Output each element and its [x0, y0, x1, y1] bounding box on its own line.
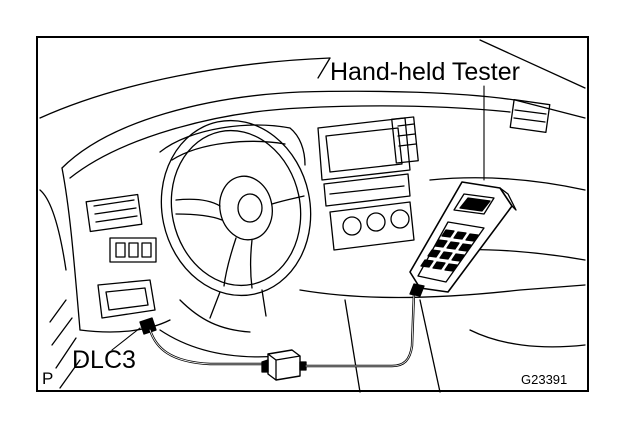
- dash-lower-edge: [79, 319, 171, 333]
- steering-hub: [219, 175, 273, 241]
- tester-key: [439, 251, 453, 260]
- dashboard-top: [61, 90, 586, 169]
- climate-panel: [329, 201, 415, 251]
- windshield-line-2: [479, 39, 586, 89]
- climate-knob: [366, 212, 386, 232]
- dash-right-lower: [299, 284, 586, 299]
- climate-knob: [390, 209, 410, 229]
- switch: [141, 242, 152, 258]
- lower-panel: [97, 279, 156, 319]
- tester-label: Hand-held Tester: [330, 58, 520, 86]
- console-line-2: [419, 299, 441, 393]
- dlc3-label: DLC3: [72, 346, 136, 374]
- hand-held-tester-device: [409, 181, 517, 297]
- tester-key: [458, 243, 472, 252]
- steering-wheel-outer: [160, 119, 312, 297]
- left-vent-slat: [94, 207, 137, 215]
- wheel-spoke-lower-2: [249, 239, 253, 289]
- tester-key: [451, 253, 465, 262]
- cable-to-tester-inner: [305, 291, 415, 367]
- far-right-vent: [509, 98, 551, 134]
- right-vent-slat: [397, 133, 416, 137]
- pedal-area: [159, 329, 281, 358]
- far-right-vent-slat: [513, 117, 546, 123]
- adapter-plug: [261, 359, 269, 373]
- audio-panel: [323, 173, 411, 207]
- switch: [115, 242, 126, 258]
- tester-key: [441, 229, 455, 238]
- center-display-bezel: [317, 117, 411, 181]
- wheel-spoke-right: [271, 195, 305, 205]
- steering-column: [209, 289, 267, 319]
- tester-side: [499, 187, 517, 211]
- left-vent-slat: [93, 199, 135, 207]
- figure-code: G23391: [521, 372, 568, 387]
- adapter-plug-right: [299, 361, 307, 371]
- windshield-line: [39, 57, 331, 119]
- far-right-vent-slat: [514, 109, 547, 115]
- tester-screen: [453, 193, 495, 215]
- dash-left-curve: [61, 167, 81, 331]
- tester-keypad: [417, 221, 485, 283]
- left-vent-slat: [95, 215, 138, 223]
- dlc3-connector: [139, 317, 157, 335]
- tester-key: [432, 261, 446, 270]
- tester-key: [444, 263, 458, 272]
- corner-mark: P: [42, 369, 54, 388]
- tester-key: [465, 233, 479, 242]
- cable-adapter: [267, 349, 301, 381]
- wheel-spoke-left: [175, 198, 221, 207]
- pedal-area-2: [179, 299, 251, 333]
- wheel-spoke-left-2: [175, 213, 223, 221]
- audio-panel-line: [329, 185, 405, 195]
- tester-key: [446, 241, 460, 250]
- tester-connector: [409, 283, 425, 297]
- roof-pillar: [317, 57, 331, 79]
- cable-to-tester: [304, 290, 416, 368]
- tester-screen-inner: [459, 197, 491, 212]
- wheel-spoke-lower: [223, 237, 237, 287]
- tester-key: [420, 259, 434, 268]
- tester-key: [453, 231, 467, 240]
- console-curve: [469, 329, 586, 348]
- left-vent: [85, 193, 143, 233]
- right-vent-slat: [398, 143, 417, 147]
- lower-hatch: [49, 299, 81, 389]
- tester-key: [434, 239, 448, 248]
- switch: [128, 242, 139, 258]
- right-vent-slat: [397, 123, 415, 127]
- glovebox-line: [429, 177, 586, 191]
- horn-pad: [237, 193, 263, 223]
- climate-knob: [342, 216, 362, 236]
- console-line: [344, 299, 361, 393]
- dlc3-leader: [111, 327, 141, 351]
- tester-key: [427, 249, 441, 258]
- lower-panel-inner: [105, 287, 149, 311]
- switch-panel: [109, 237, 157, 263]
- cable-to-adapter-inner: [149, 329, 269, 365]
- dashboard-top-inner: [69, 105, 511, 179]
- center-display: [325, 127, 403, 173]
- cluster-inner: [171, 140, 286, 161]
- dash-left-edge: [39, 189, 67, 271]
- right-vent: [391, 116, 419, 164]
